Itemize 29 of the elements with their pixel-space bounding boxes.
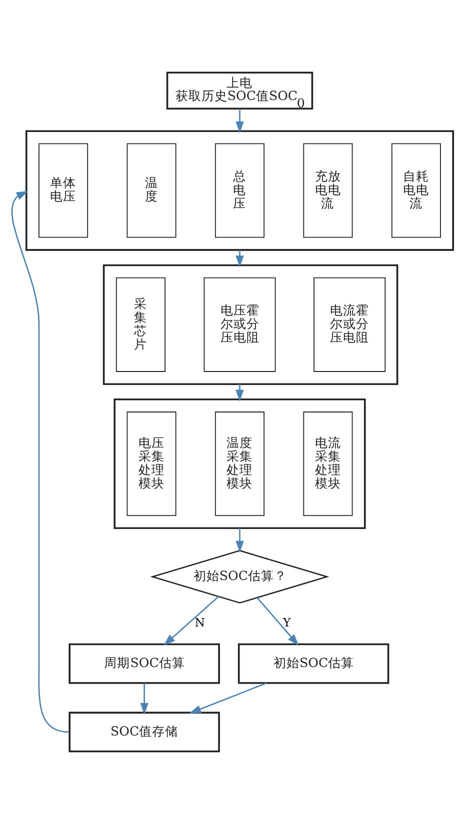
node-box: 周期SOC估算	[68, 642, 220, 684]
arrow	[236, 108, 244, 133]
arrow	[256, 596, 299, 646]
node-box: SOC值存储	[68, 711, 220, 752]
edge-label: N	[194, 615, 205, 630]
arrow	[12, 190, 69, 732]
node-box: 电流霍尔或分压电阻	[314, 276, 386, 372]
arrow	[236, 384, 244, 401]
node-diamond: 初始SOC估算？	[150, 549, 330, 604]
node-box: 温度采集处理模块	[214, 411, 264, 516]
node-box: 总电压	[214, 142, 264, 238]
node-box: 电压采集处理模块	[126, 411, 176, 516]
node-box: 温度	[126, 142, 176, 238]
node-box: 初始SOC估算	[238, 642, 390, 684]
node-box: 自耗电电流	[391, 142, 441, 238]
node-box: 单体电压	[38, 142, 88, 238]
cluster	[25, 130, 454, 250]
node-box: 电压霍尔或分压电阻	[204, 276, 276, 372]
arrow	[236, 249, 244, 267]
edge-label: Y	[282, 615, 291, 630]
cluster	[102, 264, 398, 384]
arrow	[164, 596, 219, 646]
node-box: 充放电电流	[303, 142, 353, 238]
node-box: 采集芯片	[116, 276, 166, 372]
cluster	[114, 398, 366, 529]
arrow	[140, 682, 148, 714]
arrow	[189, 682, 267, 713]
arrow	[236, 528, 244, 552]
node-box: 电流采集处理模块	[303, 411, 353, 516]
